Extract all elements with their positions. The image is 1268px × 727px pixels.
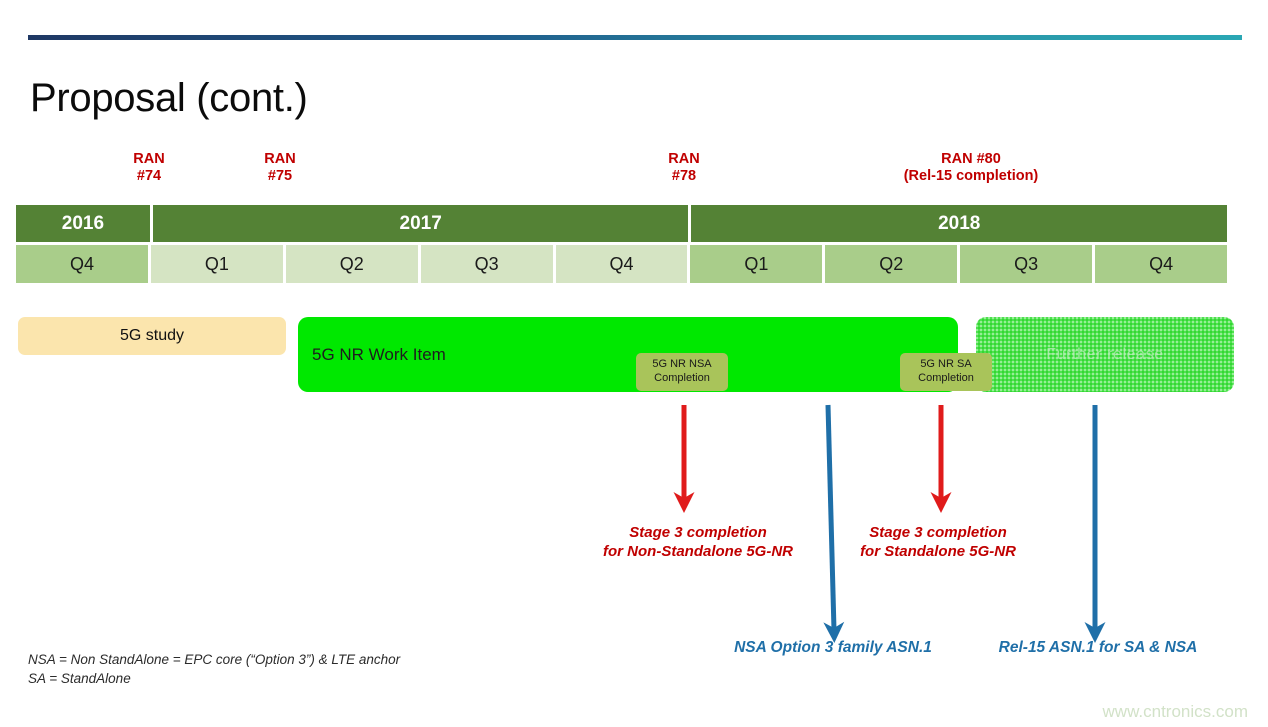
timeline-quarter-cell: Q1 — [150, 245, 286, 283]
page-title: Proposal (cont.) — [30, 76, 308, 120]
timeline-year-cell: 2016 — [16, 205, 153, 242]
bar-5g-nr-work-item: 5G NR Work Item — [298, 317, 958, 392]
arrow-nsa-asn1 — [823, 404, 845, 643]
ran-marker-ran-78: RAN#78 — [648, 151, 720, 185]
timeline-year-cell: 2017 — [152, 205, 692, 242]
bar-5g-study: 5G study — [18, 317, 286, 355]
callout-rel15-asn1: Rel-15 ASN.1 for SA & NSA — [998, 639, 1198, 656]
ran-marker-line-2: #78 — [671, 168, 697, 184]
ran-marker-line-1: RAN — [668, 151, 700, 167]
timeline-quarter-cell: Q2 — [285, 245, 421, 283]
bar-further-release-label: Further release — [1046, 345, 1164, 363]
top-accent-rule — [28, 35, 1242, 40]
timeline-quarter-cell: Q2 — [825, 245, 961, 283]
ran-marker-ran-75: RAN#75 — [244, 151, 316, 185]
ran-marker-ran-74: RAN#74 — [113, 151, 185, 185]
ran-marker-line-1: RAN — [133, 151, 165, 167]
callout-line-1: Stage 3 completion — [629, 524, 767, 541]
callout-line-1: Stage 3 completion — [869, 524, 1007, 541]
ran-marker-line-1: RAN — [264, 151, 296, 167]
callout-stage3-sa: Stage 3 completion for Standalone 5G-NR — [838, 523, 1038, 561]
watermark: www.cntronics.com — [1102, 702, 1248, 721]
bar-5g-study-label: 5G study — [119, 327, 185, 344]
ran-marker-line-2: #74 — [136, 168, 162, 184]
milestone-nsa-line2: Completion — [654, 372, 710, 384]
milestone-sa-line1: 5G NR SA — [920, 358, 972, 370]
timeline-quarter-cell: Q4 — [555, 245, 691, 283]
milestone-chip-sa-completion: 5G NR SA Completion — [900, 353, 992, 391]
footnote-legend: NSA = Non StandAlone = EPC core (“Option… — [28, 650, 400, 688]
footnote-line-1: NSA = Non StandAlone = EPC core (“Option… — [28, 652, 401, 667]
footnote-line-2: SA = StandAlone — [28, 671, 131, 686]
callout-line-2: for Non-Standalone 5G-NR — [603, 543, 793, 560]
timeline-quarter-cell: Q1 — [690, 245, 826, 283]
callout-line-2: for Standalone 5G-NR — [860, 543, 1016, 560]
callout-stage3-nsa: Stage 3 completion for Non-Standalone 5G-… — [578, 523, 818, 561]
milestone-sa-line2: Completion — [918, 372, 974, 384]
timeline-year-cell: 2018 — [691, 205, 1228, 242]
timeline-quarter-cell: Q3 — [420, 245, 556, 283]
ran-marker-line-1: RAN #80 — [941, 151, 1001, 167]
bar-5g-nr-work-item-label: 5G NR Work Item — [312, 345, 446, 364]
milestone-chip-nsa-completion: 5G NR NSA Completion — [636, 353, 728, 391]
ran-marker-ran-80: RAN #80(Rel-15 completion) — [856, 151, 1086, 185]
timeline-quarter-cell: Q4 — [16, 245, 151, 283]
bar-further-release: Further release — [976, 317, 1234, 392]
callout-nsa-option3-asn1: NSA Option 3 family ASN.1 — [734, 639, 932, 656]
milestone-nsa-line1: 5G NR NSA — [652, 358, 712, 370]
timeline-quarter-cell: Q4 — [1095, 245, 1228, 283]
timeline-quarter-cell: Q3 — [960, 245, 1096, 283]
ran-marker-line-2: #75 — [267, 168, 293, 184]
ran-marker-line-2: (Rel-15 completion) — [903, 168, 1039, 184]
